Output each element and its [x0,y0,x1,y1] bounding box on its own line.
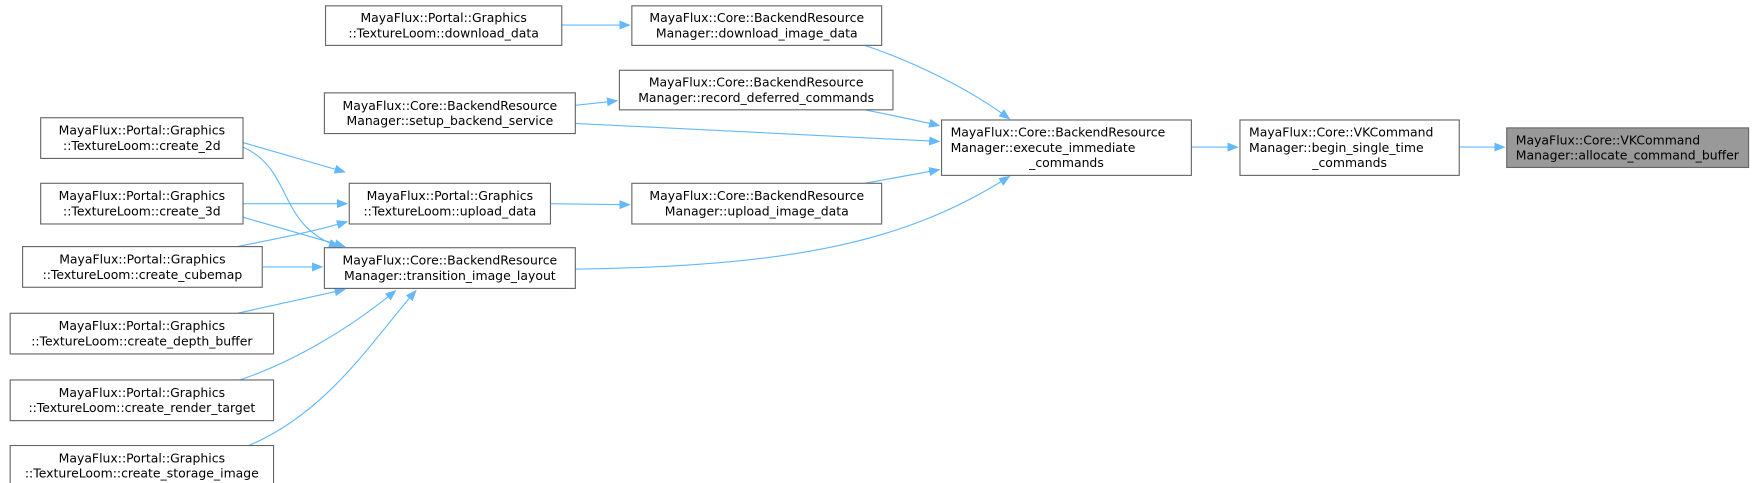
node-label-line: _commands [1311,155,1387,170]
node-label-line: MayaFlux::Portal::Graphics [59,123,225,138]
node-label-line: MayaFlux::Core::BackendResource [649,10,864,25]
node-box [618,69,894,111]
edge-n8-to-n15 [242,216,346,249]
node-label-line: MayaFlux::Portal::Graphics [59,450,225,465]
node-label-line: MayaFlux::Core::BackendResource [649,188,864,203]
edge-n13-to-n14 [550,200,631,210]
node-label-line: Manager::record_deferred_commands [638,90,874,105]
node-box [631,5,883,46]
node-label-line: Manager::execute_immediate [951,140,1136,155]
node-box [1506,127,1750,169]
function-node[interactable]: MayaFlux::Portal::Graphics::TextureLoom:… [9,312,275,355]
node-box [9,379,275,422]
node-box [348,182,552,225]
edges-layer [237,20,1506,447]
edge-n12-to-n15 [248,289,417,447]
node-label-line: ::TextureLoom::create_depth_buffer [31,333,253,348]
function-node[interactable]: MayaFlux::Portal::Graphics::TextureLoom:… [9,379,275,422]
function-node[interactable]: MayaFlux::Core::BackendResourceManager::… [323,247,576,289]
function-node[interactable]: MayaFlux::Portal::Graphics::TextureLoom:… [22,246,263,288]
node-box [323,247,576,289]
function-node[interactable]: MayaFlux::Core::BackendResourceManager::… [323,92,576,135]
node-label-line: ::TextureLoom::download_data [348,25,538,40]
node-label-line: MayaFlux::Portal::Graphics [59,188,225,203]
node-label-line: MayaFlux::Portal::Graphics [59,385,225,400]
current-function-node: MayaFlux::Core::VKCommandManager::alloca… [1506,127,1750,169]
function-node[interactable]: MayaFlux::Portal::Graphics::TextureLoom:… [348,182,552,225]
node-label-line: MayaFlux::Core::BackendResource [951,125,1166,140]
node-label-line: Manager::transition_image_layout [344,268,556,283]
edge-n1-to-n4 [864,44,1011,120]
edge-n3-to-n4 [575,122,941,146]
node-label-line: ::TextureLoom::create_render_target [28,400,255,415]
node-box [940,119,1192,176]
node-label-line: Manager::upload_image_data [665,204,849,219]
node-label-line: MayaFlux::Portal::Graphics [360,10,526,25]
function-node[interactable]: MayaFlux::Core::BackendResourceManager::… [618,69,894,111]
function-node[interactable]: MayaFlux::Portal::Graphics::TextureLoom:… [324,5,563,46]
edge-n15-to-n4 [575,175,1011,270]
function-node[interactable]: MayaFlux::Core::VKCommandManager::begin_… [1239,119,1460,176]
node-label-line: Manager::setup_backend_service [346,113,553,128]
nodes-layer: MayaFlux::Portal::Graphics::TextureLoom:… [9,5,1750,483]
node-label-line: MayaFlux::Core::BackendResource [343,98,558,113]
node-box [22,246,263,288]
node-label-line: Manager::begin_single_time [1249,140,1424,155]
node-label-line: ::TextureLoom::upload_data [364,204,537,219]
function-node[interactable]: MayaFlux::Portal::Graphics::TextureLoom:… [40,117,244,159]
edge-n7-to-n13 [242,142,346,174]
node-box [9,444,275,483]
function-node[interactable]: MayaFlux::Core::BackendResourceManager::… [631,5,883,46]
edge-n3-to-n2 [575,97,619,107]
function-node[interactable]: MayaFlux::Portal::Graphics::TextureLoom:… [40,182,244,225]
node-label-line: ::TextureLoom::create_3d [63,204,221,219]
node-label-line: MayaFlux::Core::BackendResource [649,75,864,90]
node-label-line: Manager::allocate_command_buffer [1516,148,1740,163]
edge-n10-to-n15 [237,287,346,314]
node-label-line: Manager::download_image_data [656,25,858,40]
edge-n2-to-n4 [864,109,941,128]
node-label-line: ::TextureLoom::create_2d [63,138,221,153]
node-label-line: MayaFlux::Portal::Graphics [59,252,225,267]
node-label-line: ::TextureLoom::create_cubemap [43,267,243,282]
node-label-line: MayaFlux::Core::VKCommand [1516,132,1700,147]
node-label-line: MayaFlux::Core::VKCommand [1249,125,1433,140]
node-box [40,117,244,159]
edge-n7-to-n15 [242,146,341,248]
node-label-line: MayaFlux::Portal::Graphics [367,188,533,203]
function-node[interactable]: MayaFlux::Core::BackendResourceManager::… [631,182,883,225]
node-box [323,92,576,135]
node-label-line: ::TextureLoom::create_storage_image [25,466,259,481]
node-box [40,182,244,225]
node-label-line: _commands [1028,155,1104,170]
function-node[interactable]: MayaFlux::Portal::Graphics::TextureLoom:… [9,444,275,483]
node-label-line: MayaFlux::Core::BackendResource [343,253,558,268]
edge-n11-to-n15 [239,289,397,381]
edge-n9-to-n13 [237,220,349,248]
edge-n14-to-n4 [864,167,941,184]
node-label-line: MayaFlux::Portal::Graphics [59,318,225,333]
node-box [9,312,275,355]
node-box [1239,119,1460,176]
node-box [631,182,883,225]
function-node[interactable]: MayaFlux::Core::BackendResourceManager::… [940,119,1192,176]
node-box [324,5,563,46]
